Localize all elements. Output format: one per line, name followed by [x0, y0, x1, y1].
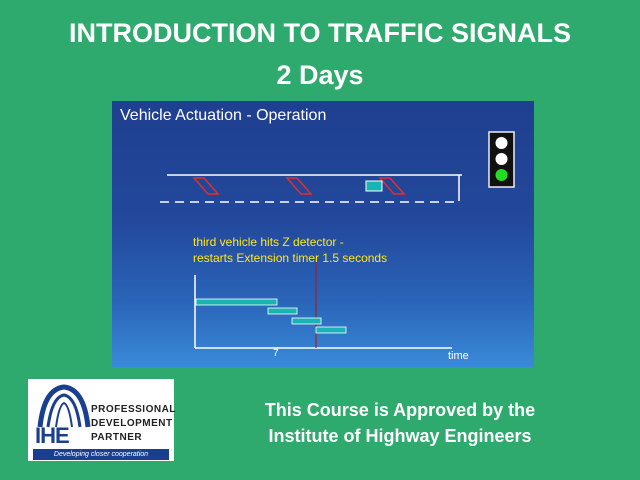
vehicle-1	[192, 177, 220, 195]
timer-bar-1	[195, 298, 278, 306]
logo-tagline: Developing closer cooperation	[33, 449, 169, 460]
z-detector	[365, 180, 383, 192]
vehicle-3	[378, 177, 406, 195]
timer-bar-2	[267, 307, 298, 315]
signal-green-lamp	[495, 169, 508, 181]
logo-abbreviation: IHE	[35, 423, 70, 448]
approval-statement: This Course is Approved by the Institute…	[222, 397, 578, 449]
caption-line-2: restarts Extension timer 1.5 seconds	[193, 251, 388, 265]
slide-caption: third vehicle hits Z detector - restarts…	[193, 234, 387, 266]
time-axis-label: time	[448, 350, 469, 362]
signal-red-lamp	[495, 137, 508, 149]
tick-label: 7	[273, 348, 279, 359]
timer-bar-4	[315, 326, 347, 334]
course-title: INTRODUCTION TO TRAFFIC SIGNALS	[69, 18, 571, 48]
vehicle-2	[285, 177, 313, 195]
slide-title: Vehicle Actuation - Operation	[120, 107, 327, 124]
timer-bar-3	[291, 317, 322, 325]
logo-line-3: PARTNER	[91, 432, 143, 443]
course-duration: 2 Days	[276, 60, 364, 90]
slide-diagram	[160, 131, 515, 349]
approval-line-2: Institute of Highway Engineers	[268, 426, 532, 446]
signal-amber-lamp	[495, 153, 508, 165]
road-arch-icon	[37, 384, 91, 428]
approval-line-1: This Course is Approved by the	[264, 400, 536, 420]
slide-image: Vehicle Actuation - Operation third vehi…	[112, 101, 534, 367]
logo-line-2: DEVELOPMENT	[91, 418, 173, 429]
ihe-logo: IHE PROFESSIONAL DEVELOPMENT PARTNER Dev…	[28, 379, 176, 461]
caption-line-1: third vehicle hits Z detector -	[193, 235, 344, 249]
logo-line-1: PROFESSIONAL	[91, 404, 176, 415]
